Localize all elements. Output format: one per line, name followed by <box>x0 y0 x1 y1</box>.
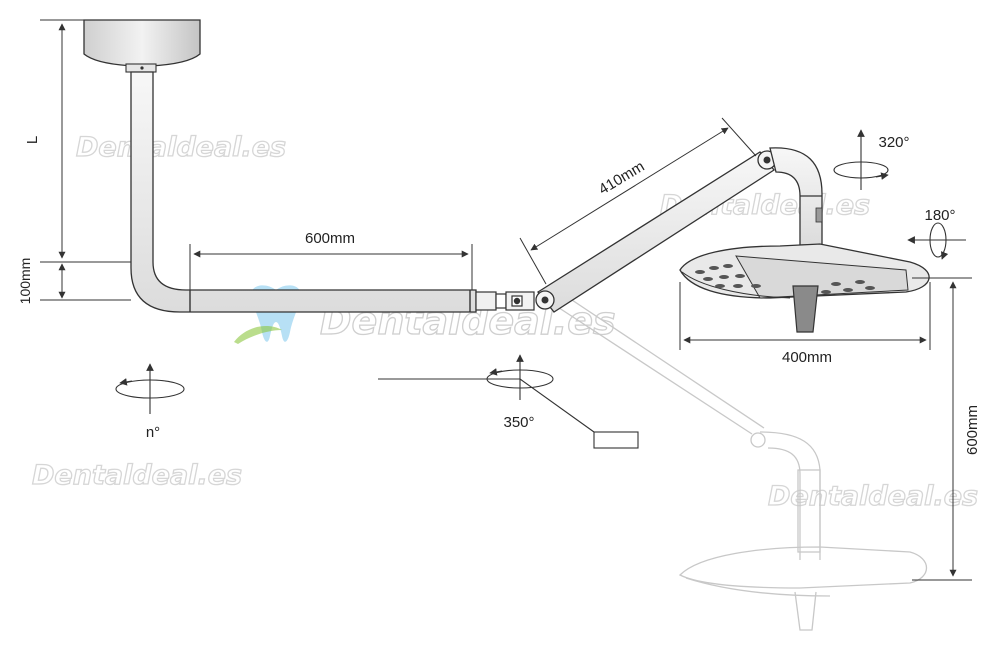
dim-ceiling-height <box>40 19 131 301</box>
head-rotation-label: 180° <box>924 207 955 224</box>
horizontal-arm-label: 600mm <box>305 230 355 247</box>
rotation-icon <box>907 222 966 260</box>
ceiling-canopy <box>83 19 201 67</box>
lamp-handle <box>792 285 819 333</box>
rotation-icon <box>115 363 185 414</box>
dim-spring-arm <box>519 117 757 285</box>
ceiling-mount <box>83 19 201 73</box>
drop-height-label: 100mm <box>17 258 33 305</box>
rotation-icon <box>378 354 639 449</box>
leaf-logo-icon <box>234 326 282 344</box>
rotation-icon <box>833 129 889 190</box>
yoke-rotation-label: 320° <box>878 134 909 151</box>
lamp-head <box>679 243 930 333</box>
dim-lamp-width <box>679 282 931 350</box>
lamp-width-label: 400mm <box>782 349 832 366</box>
watermark-text: Dentaldeal.es <box>76 132 286 163</box>
spring-arm-label: 410mm <box>596 158 648 198</box>
watermark-text: Dentaldeal.es <box>32 460 242 491</box>
dim-vertical-travel <box>912 277 972 581</box>
ceiling-height-label: L <box>24 136 41 144</box>
watermark-text: Dentaldeal.es <box>768 481 978 512</box>
arm-joint <box>475 291 535 311</box>
joint-rotation-label: 350° <box>503 414 534 431</box>
watermarks: Dentaldeal.es Dentaldeal.es Dentaldeal.e… <box>31 131 978 512</box>
ceiling-rotation-label: n° <box>146 424 160 441</box>
main-arm-tube <box>130 71 477 313</box>
vertical-travel-label: 600mm <box>964 405 981 455</box>
dim-horizontal-arm <box>189 244 473 290</box>
lowered-position-ghost <box>549 291 927 631</box>
